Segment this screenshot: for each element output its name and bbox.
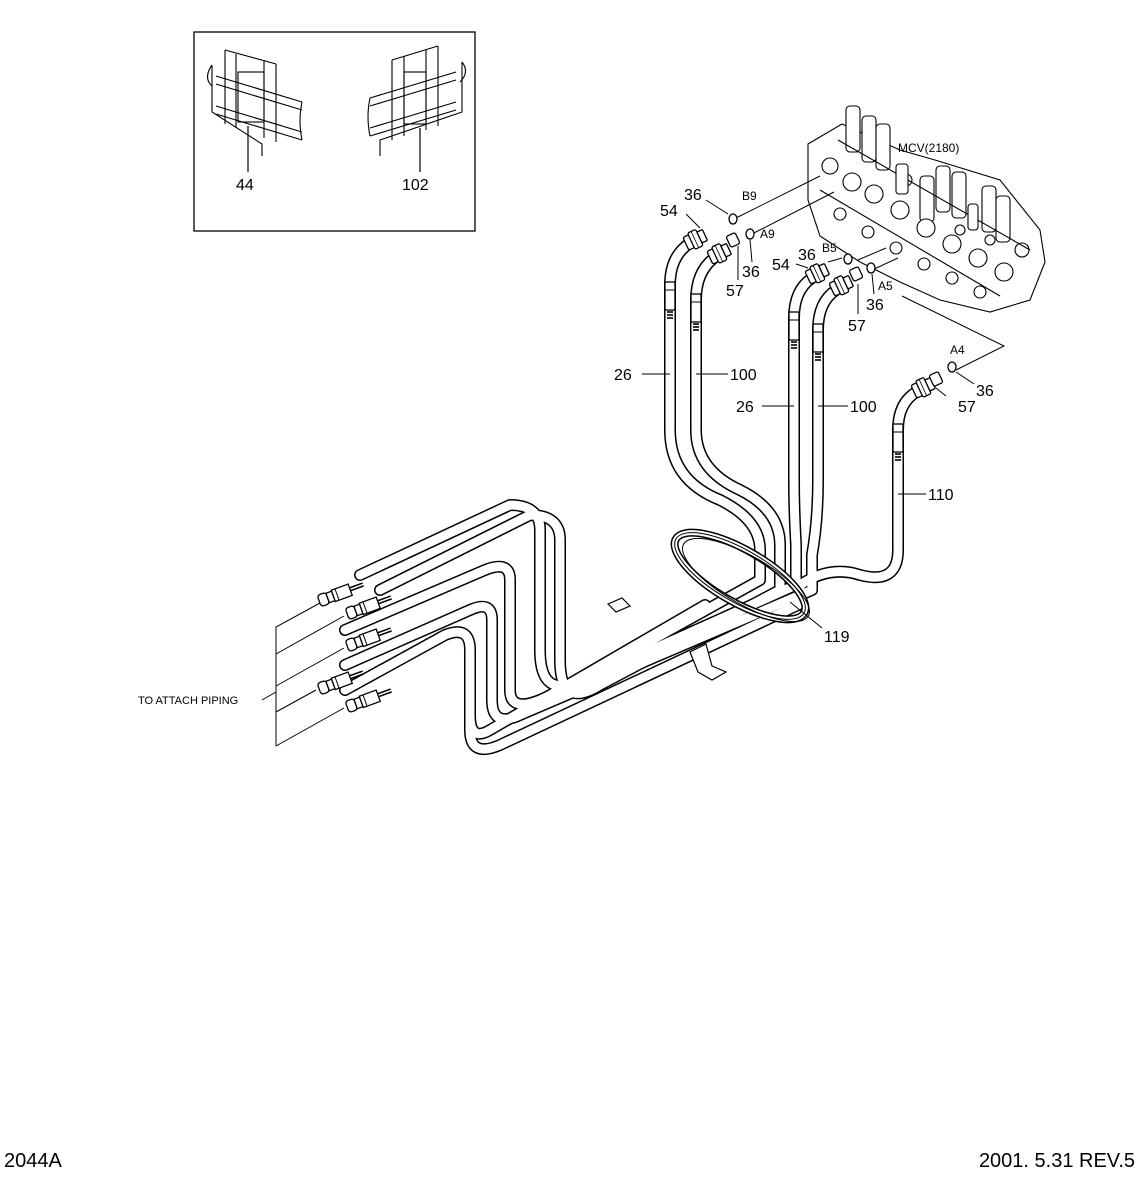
attach-piping-note: TO ATTACH PIPING xyxy=(138,695,238,707)
mcv-label: MCV(2180) xyxy=(898,141,959,155)
port-b9-label: B9 xyxy=(742,189,757,203)
port-a4-label: A4 xyxy=(950,343,965,357)
detail-box: 44 102 xyxy=(193,31,476,232)
callout-leaders xyxy=(642,199,975,629)
part-44-label: 44 xyxy=(236,177,254,194)
revision-date: 2001. 5.31 REV.5 xyxy=(978,1150,1135,1172)
clamp-44-illustration xyxy=(206,49,303,172)
mounting-bracket xyxy=(606,597,728,681)
attach-piping-bracket xyxy=(261,602,345,747)
port-a9-label: A9 xyxy=(760,227,775,241)
callout-119: 119 xyxy=(824,629,850,646)
callout-54-mid: 54 xyxy=(772,257,790,274)
callout-54-left: 54 xyxy=(660,203,678,220)
callout-26-left: 26 xyxy=(614,367,632,384)
clamp-102-illustration xyxy=(367,45,467,172)
callout-36-a4: 36 xyxy=(976,383,994,400)
callout-36-b5: 36 xyxy=(798,247,816,264)
part-102-label: 102 xyxy=(402,177,429,194)
port-a5-label: A5 xyxy=(878,279,893,293)
callout-36-a9: 36 xyxy=(742,264,760,281)
port-b5-label: B5 xyxy=(822,241,837,255)
hose-fills xyxy=(345,243,918,749)
callout-57-left: 57 xyxy=(726,283,744,300)
adapters-and-orings xyxy=(725,213,957,387)
callout-110: 110 xyxy=(928,487,954,504)
callout-36-b9: 36 xyxy=(684,187,702,204)
callout-26-mid: 26 xyxy=(736,399,754,416)
port-leader-lines xyxy=(735,175,1006,371)
callout-36-a5: 36 xyxy=(866,297,884,314)
callout-100-left: 100 xyxy=(730,367,757,384)
callout-57-right: 57 xyxy=(958,399,976,416)
callout-57-mid: 57 xyxy=(848,318,866,335)
callout-100-mid: 100 xyxy=(850,399,877,416)
drawing-number: 2044A xyxy=(4,1150,62,1172)
